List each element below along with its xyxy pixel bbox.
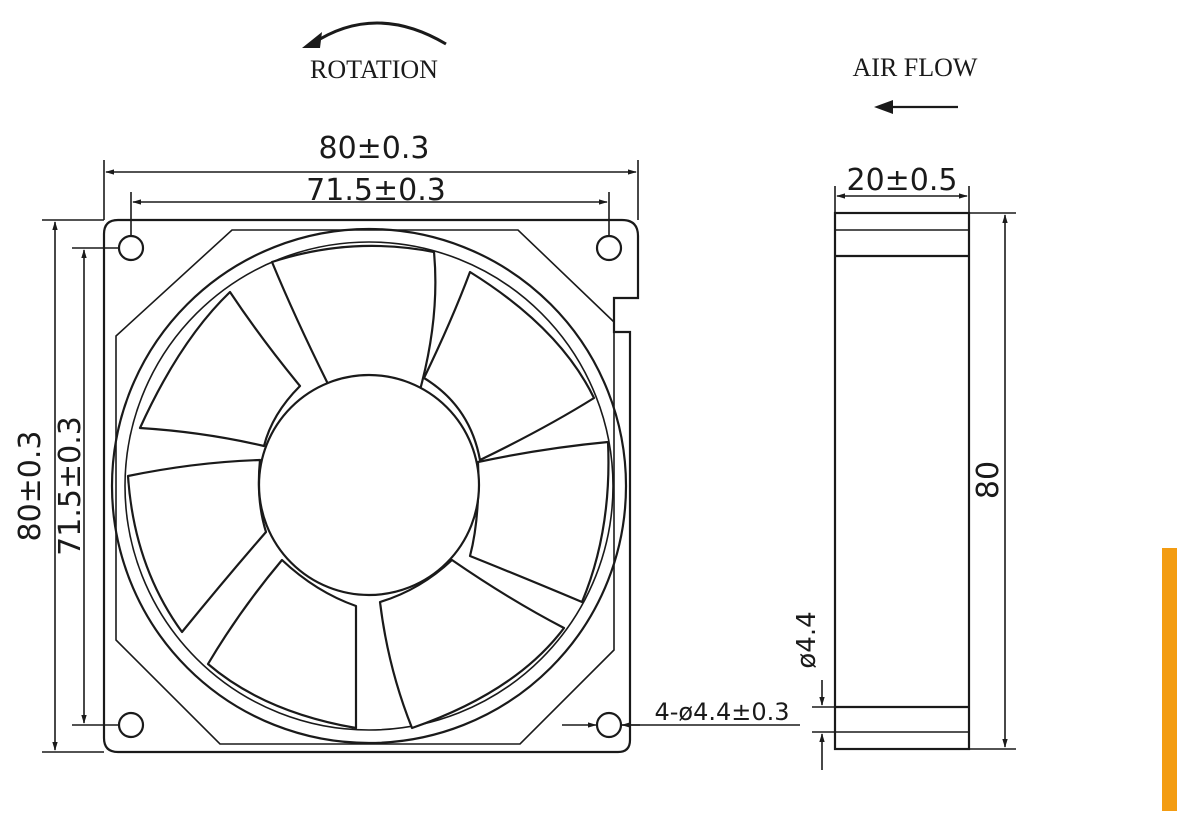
rotation-label: ROTATION [310,55,438,84]
fan-blade [206,558,358,730]
fan-ring-outer [110,227,628,745]
side-hole-label: ø4.4 [792,611,822,668]
fan-hub [257,373,481,597]
fan-ring-inner [124,241,614,731]
fan-blade [138,290,302,448]
side-dimensions: 20±0.5 80 ø4.4 [792,163,1016,770]
overall-height-label: 80±0.3 [13,430,48,541]
mounting-hole [595,234,623,262]
hole-spacing-width-label: 71.5±0.3 [306,173,446,208]
front-view [102,218,640,754]
mounting-holes [117,234,623,739]
rotation-indicator: ROTATION [302,21,447,84]
rotation-arrowhead [302,32,322,48]
air-flow-label: AIR FLOW [853,53,978,82]
mounting-holes-label: 4-ø4.4±0.3 [654,698,789,726]
fan-blade [378,558,566,730]
fan-blade [422,270,596,462]
front-dimensions: 80±0.3 71.5±0.3 80±0.3 71.5±0.3 4-ø4.4±0… [13,131,800,753]
side-view [833,211,971,751]
fan-blade [468,440,610,604]
fan-frame [102,218,640,754]
overall-width-label: 80±0.3 [318,131,429,166]
hole-spacing-height-label: 71.5±0.3 [53,416,88,556]
air-flow-indicator: AIR FLOW [853,53,978,114]
fan-blades [126,244,610,730]
air-flow-arrowhead [874,100,893,114]
accent-bar [1162,548,1177,811]
fan-side-body [833,211,971,751]
curved-arrow-icon [311,21,447,46]
thickness-label: 20±0.5 [846,163,957,198]
mounting-hole [595,711,623,739]
mounting-hole [117,234,145,262]
mounting-hole [117,711,145,739]
fan-blade [270,244,437,392]
side-height-label: 80 [971,461,1006,499]
